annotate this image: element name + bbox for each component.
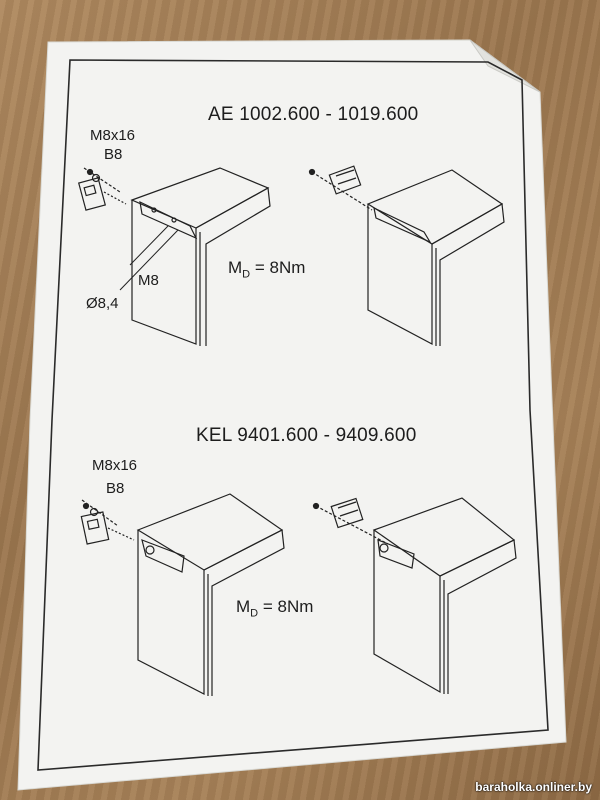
paper-body: [17, 39, 567, 791]
bracket-assembly-2b: [312, 497, 389, 545]
cabinet-corner-1a: [130, 167, 271, 346]
sheet-frame: [37, 59, 549, 771]
cabinet-corner-2b: [372, 497, 517, 694]
screw-size-label-2: M8x16: [92, 457, 138, 474]
washer-label-2: B8: [106, 480, 125, 497]
section-2-title: KEL 9401.600 - 9409.600: [196, 425, 417, 446]
torque-spec-1: MD = 8Nm: [228, 258, 306, 281]
washer-label-1: B8: [104, 146, 123, 163]
screw-size-label-1: M8x16: [90, 127, 136, 144]
cabinet-corner-2a: [136, 493, 285, 696]
torque-spec-2: MD = 8Nm: [236, 597, 314, 620]
hole-diameter-label-1: Ø8,4: [86, 295, 119, 312]
site-watermark: baraholka.onliner.by: [475, 780, 592, 794]
bracket-assembly-1a: [77, 167, 127, 211]
thread-label-1: M8: [138, 272, 159, 289]
leader-lines-1a: [119, 225, 179, 291]
folded-corner: [469, 39, 541, 93]
bracket-assembly-2a: [80, 499, 135, 545]
bracket-assembly-1b: [308, 165, 373, 211]
cabinet-corner-1b: [366, 169, 505, 346]
section-1-title: AE 1002.600 - 1019.600: [208, 104, 419, 125]
